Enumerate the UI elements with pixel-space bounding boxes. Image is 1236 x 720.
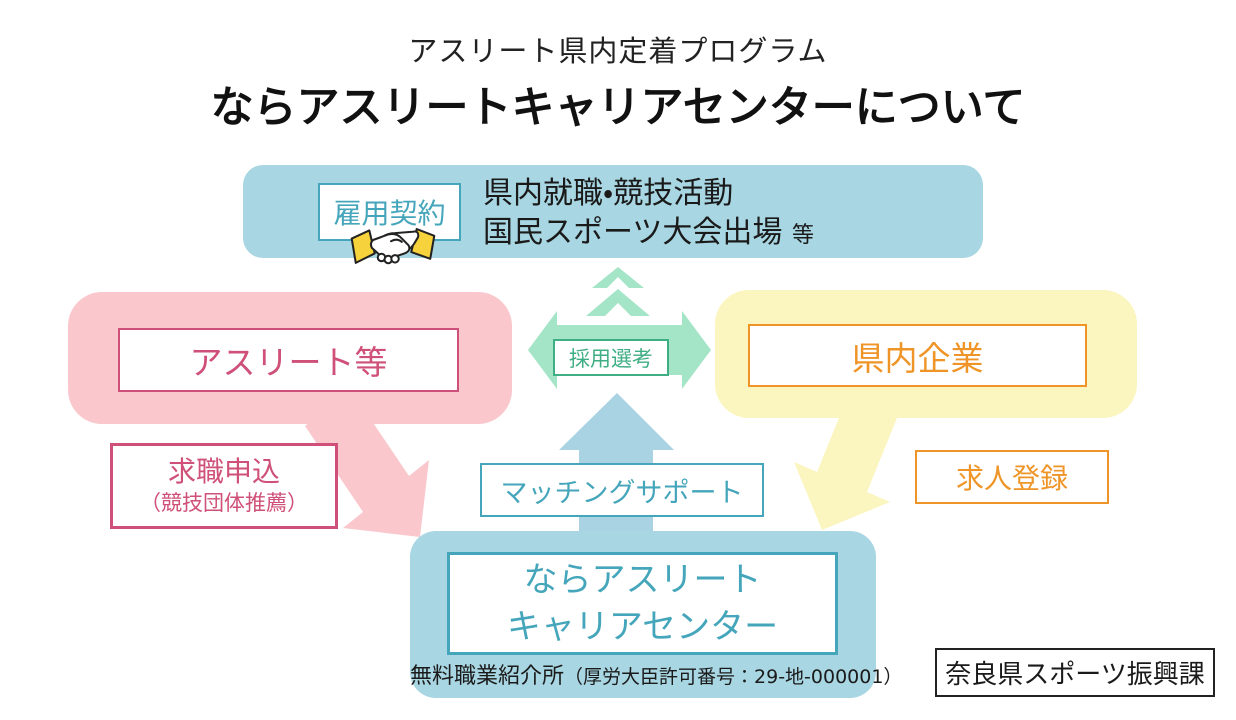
company-bubble: 県内企業: [715, 290, 1137, 418]
career-center-box: ならアスリート キャリアセンター 無料職業紹介所（厚労大臣許可番号：29-地-0…: [410, 531, 902, 698]
job-post-arrow: [794, 398, 897, 530]
job-seek-line2: （競技団体推薦）: [140, 491, 308, 515]
credit-box: 奈良県スポーツ振興課: [935, 648, 1215, 697]
career-center-line1: ならアスリート: [523, 559, 762, 600]
license-main: 無料職業紹介所: [410, 664, 565, 689]
page-title: ならアスリートキャリアセンターについて: [210, 83, 1026, 133]
company-label: 県内企業: [748, 324, 1087, 387]
outcome-line1: 県内就職・競技活動: [483, 176, 734, 211]
license-note: 無料職業紹介所（厚労大臣許可番号：29-地-000001）: [410, 658, 902, 690]
selection-label: 採用選考: [553, 339, 669, 376]
outcome-line2-suffix: 等: [791, 223, 814, 248]
up-chevron-icon: [592, 267, 644, 288]
employment-outcome-text: 県内就職・競技活動 国民スポーツ大会出場 等: [483, 174, 814, 255]
handshake-icon: [350, 228, 436, 265]
matching-support-label: マッチングサポート: [480, 463, 764, 517]
employment-outcome-box: 雇用契約 県内就職・競技活動 国民スポーツ大会出場 等: [243, 165, 983, 265]
job-seek-line1: 求職申込: [167, 455, 280, 488]
job-post-label: 求人登録: [915, 450, 1109, 504]
job-seek-arrow: [305, 390, 429, 537]
license-detail: （厚労大臣許可番号：29-地-000001）: [564, 666, 903, 688]
career-center-name: ならアスリート キャリアセンター: [447, 552, 838, 655]
up-chevron-icon: [586, 289, 650, 316]
program-subtitle: アスリート県内定着プログラム: [408, 34, 828, 68]
athlete-label: アスリート等: [118, 328, 459, 392]
outcome-line2: 国民スポーツ大会出場 等: [483, 215, 814, 250]
athlete-bubble: アスリート等: [68, 292, 512, 424]
job-seek-label: 求職申込 （競技団体推薦）: [110, 443, 338, 529]
title-block: アスリート県内定着プログラム ならアスリートキャリアセンターについて: [0, 28, 1236, 135]
career-center-line2: キャリアセンター: [506, 606, 779, 647]
